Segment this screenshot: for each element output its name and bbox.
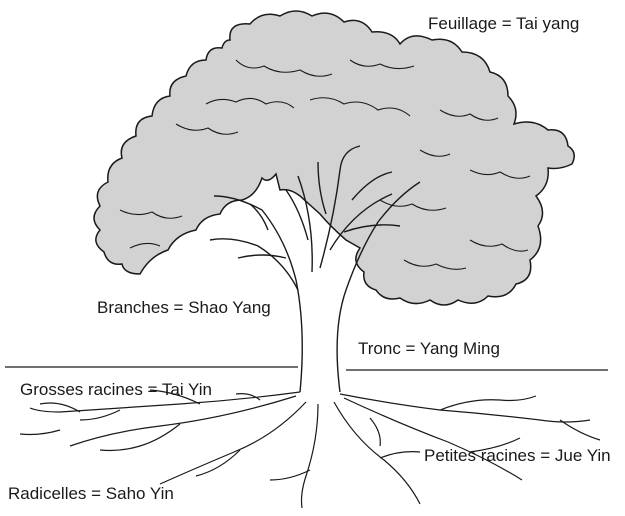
label-petites-racines: Petites racines = Jue Yin (424, 446, 611, 465)
label-branches: Branches = Shao Yang (97, 298, 271, 317)
label-tronc: Tronc = Yang Ming (358, 339, 500, 358)
label-radicelles: Radicelles = Saho Yin (8, 484, 174, 503)
label-feuillage: Feuillage = Tai yang (428, 14, 579, 33)
foliage (94, 11, 574, 305)
ground-line (5, 367, 608, 370)
label-grosses-racines: Grosses racines = Tai Yin (20, 380, 212, 399)
